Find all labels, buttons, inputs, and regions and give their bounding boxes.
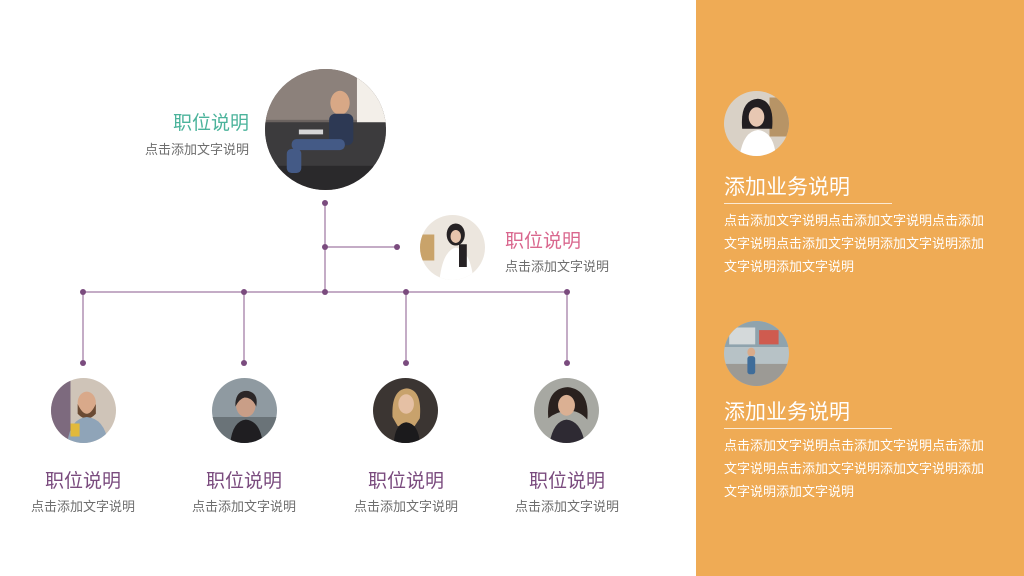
business-body-2: 点击添加文字说明点击添加文字说明点击添加文字说明点击添加文字说明添加文字说明添加… <box>724 439 985 500</box>
member-title-2: 职位说明 <box>205 470 282 492</box>
org-connectors <box>80 200 570 366</box>
bearded-man-photo <box>51 378 116 443</box>
top-person-desc: 点击添加文字说明 <box>144 143 249 158</box>
assistant-title: 职位说明 <box>505 230 582 252</box>
blonde-woman-photo <box>373 378 438 443</box>
business-divider-1 <box>724 203 892 204</box>
business-title-1: 添加业务说明 <box>724 175 850 199</box>
woman-short-hair-photo <box>212 378 277 443</box>
member-desc-1: 点击添加文字说明 <box>30 500 135 515</box>
connector-dot <box>80 289 86 295</box>
member-title-1: 职位说明 <box>44 470 121 492</box>
curly-hair-woman-photo <box>534 378 599 443</box>
connector-dot <box>322 200 328 206</box>
connector-dot <box>241 289 247 295</box>
connector-dot <box>322 289 328 295</box>
business-body-1: 点击添加文字说明点击添加文字说明点击添加文字说明点击添加文字说明添加文字说明添加… <box>724 214 985 275</box>
business-panel: 添加业务说明 点击添加文字说明点击添加文字说明点击添加文字说明点击添加文字说明添… <box>696 0 1024 576</box>
street-scene-photo <box>724 321 789 386</box>
member-title-4: 职位说明 <box>528 470 605 492</box>
connector-dot <box>403 289 409 295</box>
connector-dot <box>394 244 400 250</box>
connector-dot <box>564 360 570 366</box>
top-person-title: 职位说明 <box>172 112 249 134</box>
connector-dot <box>564 289 570 295</box>
assistant-desc: 点击添加文字说明 <box>505 260 610 275</box>
business-divider-2 <box>724 428 892 429</box>
woman-white-dress-photo <box>420 215 485 280</box>
connector-dot <box>80 360 86 366</box>
woman-dark-hair-photo <box>724 91 789 156</box>
connector-dot <box>241 360 247 366</box>
member-desc-4: 点击添加文字说明 <box>514 500 619 515</box>
connector-dot <box>403 360 409 366</box>
business-title-2: 添加业务说明 <box>724 400 850 424</box>
connector-dot <box>322 244 328 250</box>
member-title-3: 职位说明 <box>367 470 444 492</box>
man-laptop-photo <box>265 69 386 190</box>
member-desc-2: 点击添加文字说明 <box>191 500 296 515</box>
member-desc-3: 点击添加文字说明 <box>353 500 458 515</box>
